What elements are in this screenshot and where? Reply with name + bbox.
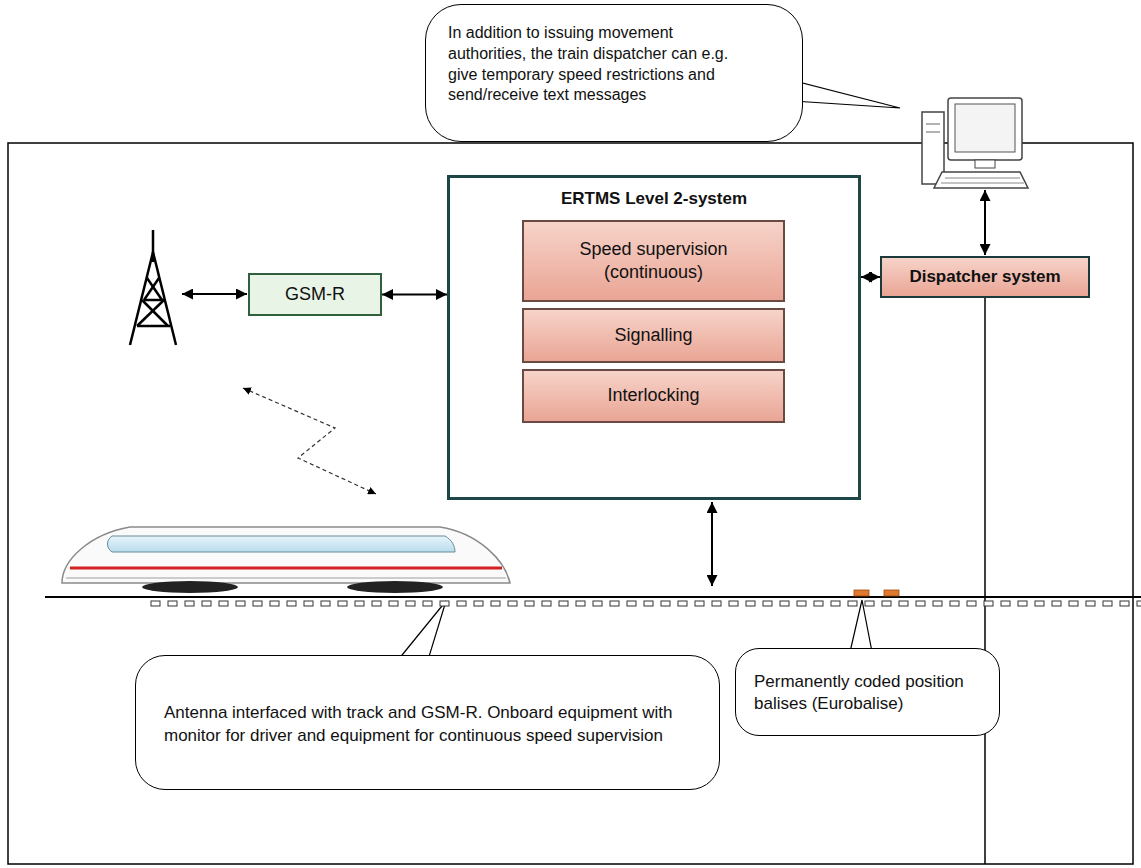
callout-bubble: Permanently coded position balises (Euro… — [735, 648, 1000, 736]
connector-arrow — [861, 276, 880, 278]
box-text: In addition to issuing movement authorit… — [448, 23, 730, 106]
function-box: Speed supervision (continuous) — [522, 220, 785, 302]
box-heading: Dispatcher system — [890, 266, 1080, 288]
radio-signal — [243, 388, 376, 494]
callout-tail — [398, 601, 446, 660]
box-text: Antenna interfaced with track and GSM-R.… — [164, 702, 689, 746]
antenna-tower — [130, 230, 176, 345]
function-box: Interlocking — [522, 369, 785, 423]
system-frame — [8, 143, 1133, 864]
radio-link-arrow — [182, 293, 247, 295]
gsmr-box: GSM-R — [248, 273, 382, 316]
sleepers — [150, 600, 1141, 608]
box-text: Speed supervision (continuous) — [532, 238, 775, 285]
dispatcher-line — [984, 298, 986, 864]
dispatcher-box: Dispatcher system — [880, 256, 1090, 298]
computer-icon — [922, 98, 1028, 188]
track-link-arrow — [711, 502, 713, 586]
callout-bubble: Antenna interfaced with track and GSM-R.… — [135, 655, 720, 790]
balise — [854, 590, 869, 596]
system-box: ERTMS Level 2-systemSpeed supervision (c… — [447, 175, 861, 500]
box-text: Permanently coded position balises (Euro… — [754, 671, 983, 715]
box-text: GSM-R — [256, 283, 374, 306]
function-box: Signalling — [522, 308, 785, 363]
track — [45, 596, 1141, 598]
box-text: Signalling — [532, 324, 775, 347]
balise — [884, 590, 899, 596]
box-text: Interlocking — [532, 384, 775, 407]
high-speed-train — [62, 527, 510, 593]
callout-bubble: In addition to issuing movement authorit… — [425, 4, 803, 142]
connector-arrow — [382, 294, 447, 296]
computer-link-arrow — [984, 190, 986, 255]
box-heading: ERTMS Level 2-system — [458, 188, 850, 210]
